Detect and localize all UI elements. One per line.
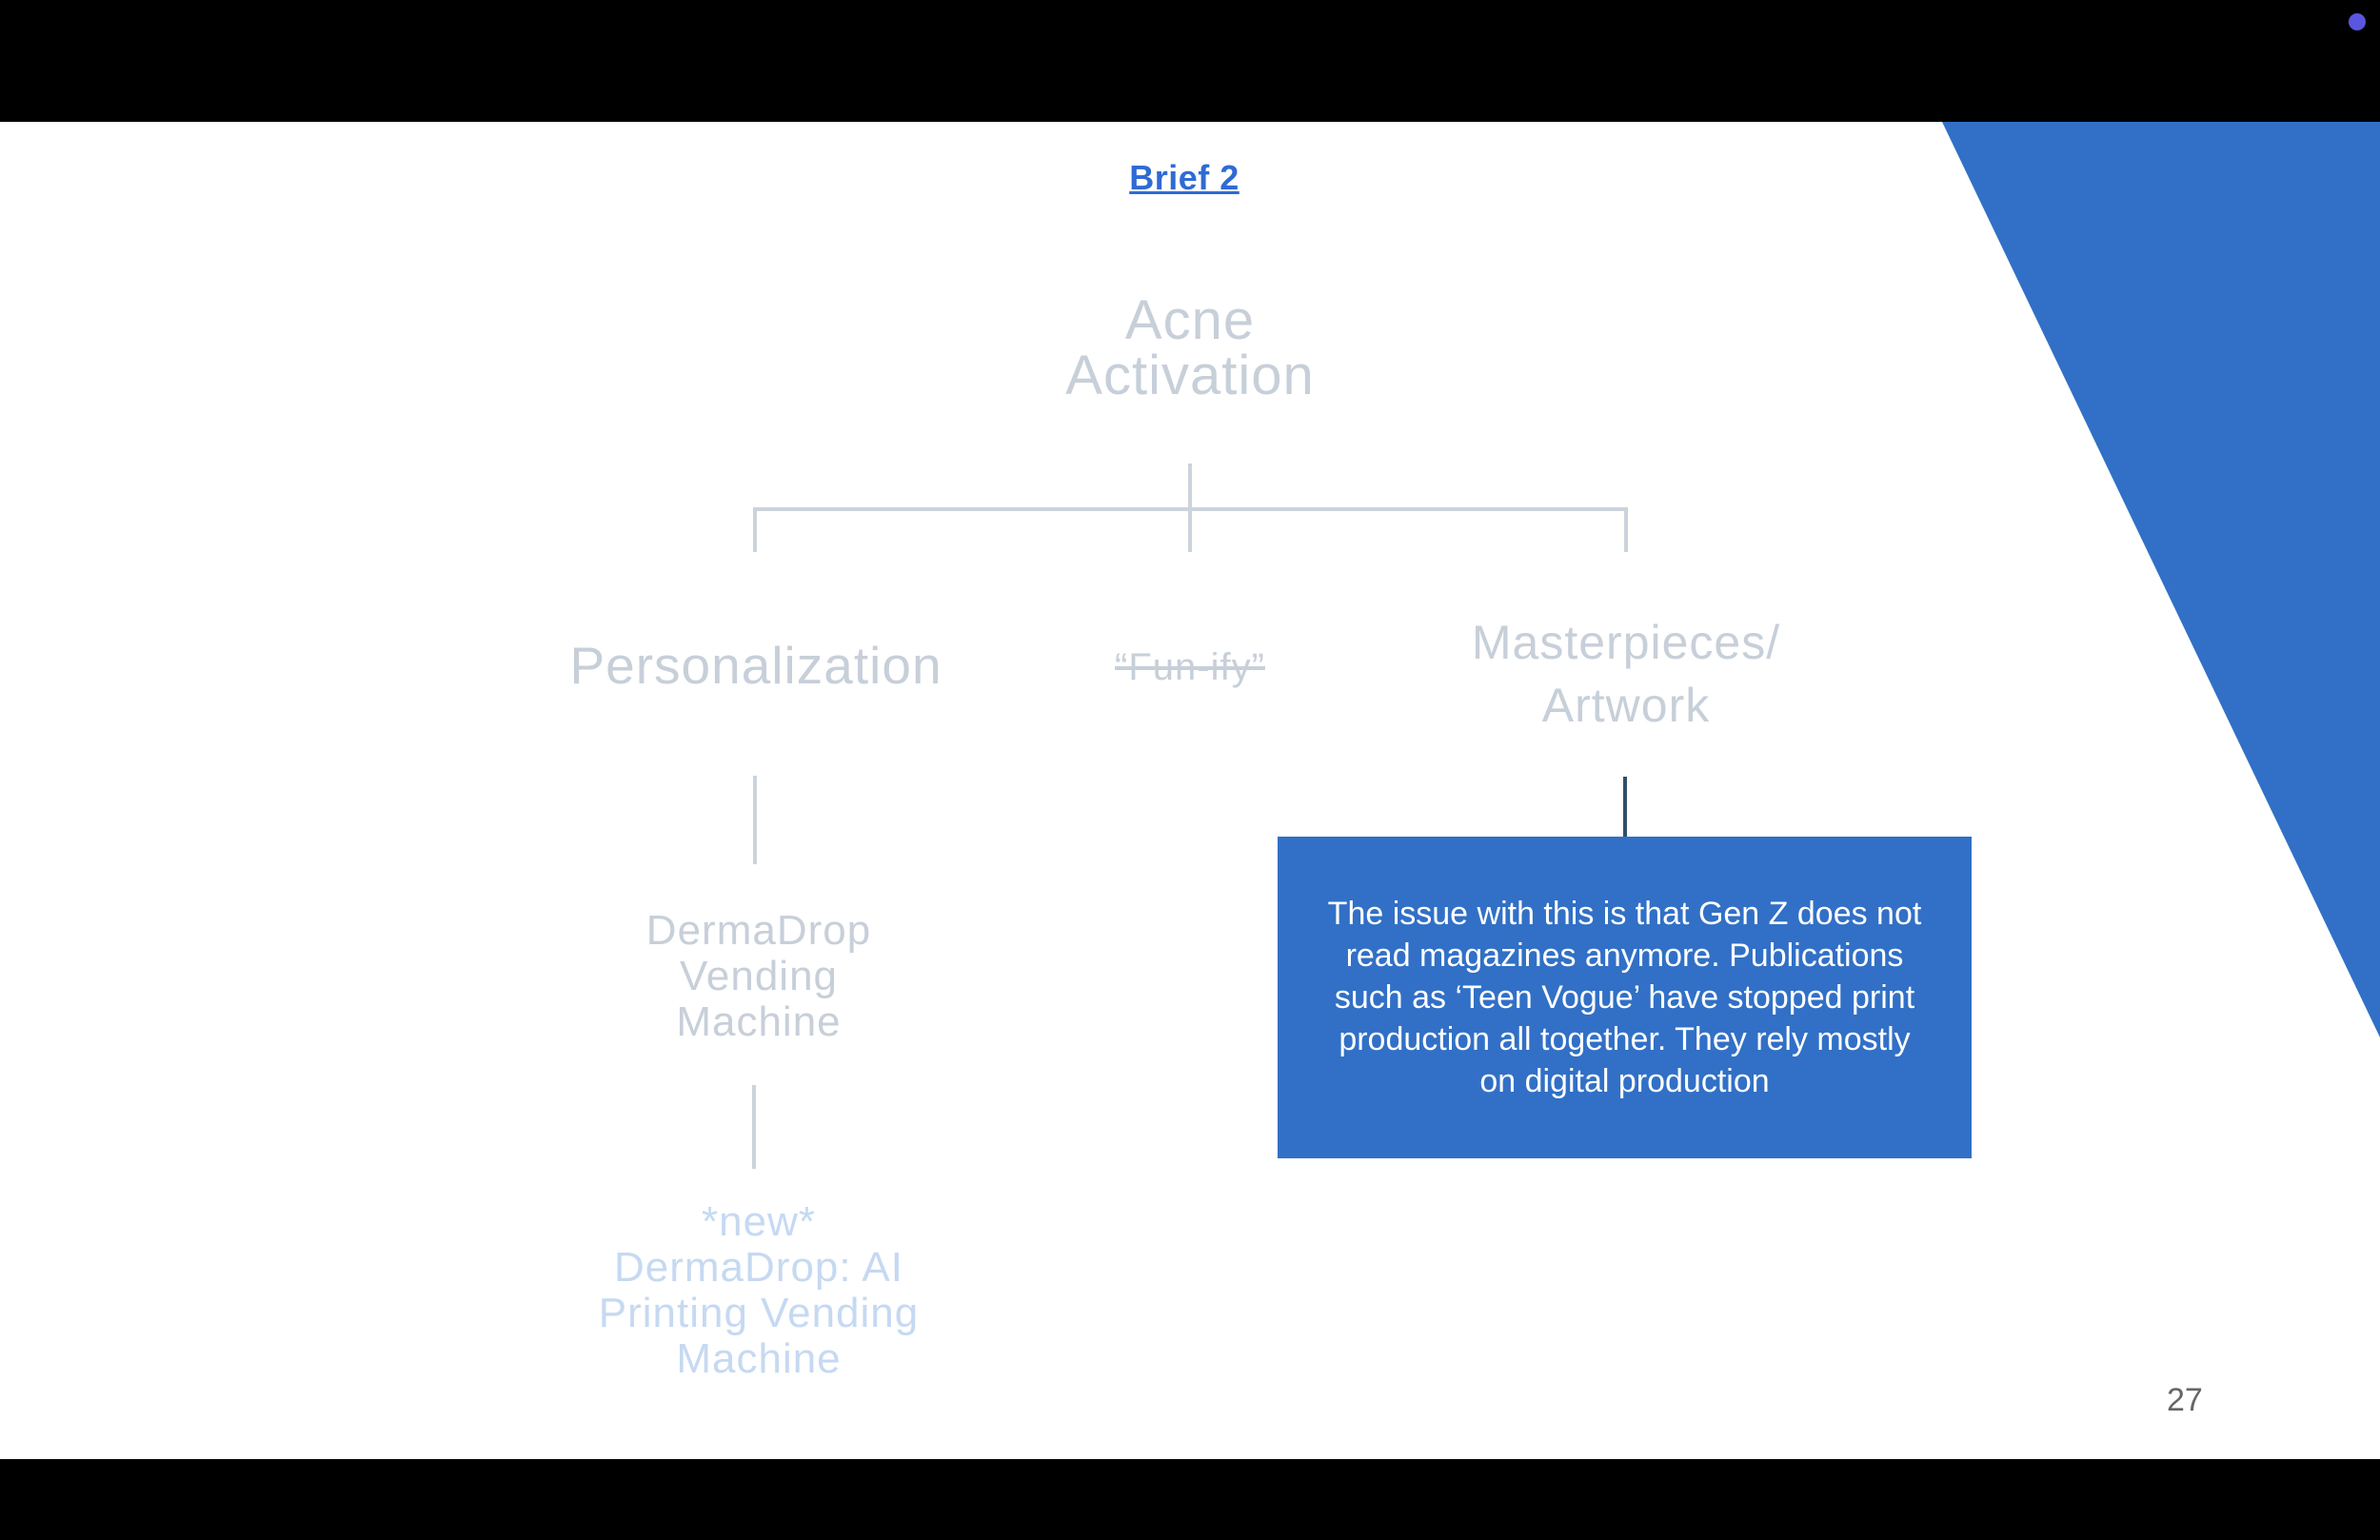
funify-strikethrough-text: “Fun-ify” — [1115, 646, 1265, 688]
node-new-dermadrop-ai: *new* DermaDrop: AI Printing Vending Mac… — [599, 1199, 919, 1382]
connector-masterpieces-to-callout — [1623, 777, 1627, 837]
callout-line: such as ‘Teen Vogue’ have stopped print — [1334, 979, 1915, 1016]
callout-line: on digital production — [1479, 1063, 1770, 1099]
dermadrop-line: Machine — [676, 998, 842, 1045]
masterpieces-line: Masterpieces/ — [1471, 616, 1781, 669]
new-dermadrop-line: DermaDrop: AI — [614, 1244, 903, 1291]
letterbox-bottom-bar — [0, 1459, 2380, 1540]
new-dermadrop-line: Machine — [676, 1335, 842, 1382]
masterpieces-line: Artwork — [1541, 679, 1711, 732]
dermadrop-line: Vending — [679, 953, 839, 999]
node-dermadrop-vending-machine: DermaDrop Vending Machine — [646, 908, 871, 1045]
dermadrop-line: DermaDrop — [645, 907, 872, 954]
callout-gen-z-magazines: The issue with this is that Gen Z does n… — [1278, 837, 1972, 1158]
child-node-funify: “Fun-ify” — [1115, 648, 1265, 686]
root-node-line: Acne — [1124, 289, 1256, 351]
callout-line: production all together. They rely mostl… — [1339, 1021, 1911, 1057]
page-number: 27 — [2167, 1382, 2203, 1418]
root-node-acne-activation: Acne Activation — [1065, 293, 1314, 404]
callout-line: The issue with this is that Gen Z does n… — [1327, 896, 1922, 932]
connector-personalization-to-dermadrop — [753, 776, 757, 864]
child-node-personalization: Personalization — [569, 636, 942, 695]
new-dermadrop-line: *new* — [702, 1198, 816, 1245]
connector-dermadrop-to-new — [752, 1085, 756, 1169]
root-node-line: Activation — [1065, 345, 1315, 406]
child-node-masterpieces-artwork: Masterpieces/ Artwork — [1472, 611, 1780, 737]
callout-line: read magazines anymore. Publications — [1345, 938, 1904, 974]
brief-2-link[interactable]: Brief 2 — [1129, 158, 1240, 197]
new-dermadrop-line: Printing Vending — [598, 1290, 920, 1336]
letterbox-top-bar — [0, 0, 2380, 122]
recording-indicator-dot — [2349, 13, 2366, 30]
